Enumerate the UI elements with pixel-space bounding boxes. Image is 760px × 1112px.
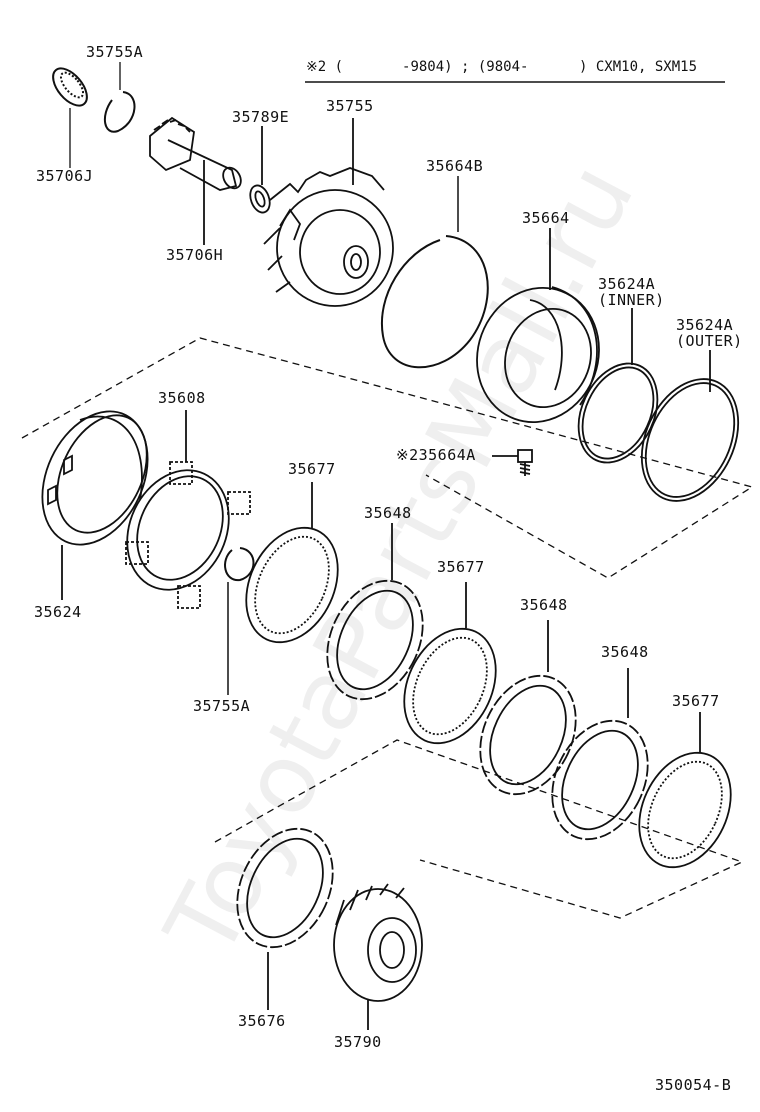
part-label-35677-a[interactable]: 35677 (288, 460, 336, 478)
small-snap-ring-icon (224, 547, 255, 582)
part-label-35755A-top[interactable]: 35755A (86, 43, 144, 61)
part-label-35677-b[interactable]: 35677 (437, 558, 485, 576)
flange-plate-icon (236, 827, 334, 1010)
applicability-note: ※2 ( -9804) ; (9804- ) CXM10, SXM15 (306, 59, 698, 75)
snap-ring-icon (103, 91, 136, 133)
part-label-35664[interactable]: 35664 (522, 209, 570, 227)
part-label-35624A-inner[interactable]: 35624A (598, 275, 656, 293)
washer-icon (249, 126, 271, 214)
part-label-35789E[interactable]: 35789E (232, 108, 290, 126)
friction-disc-icon (479, 620, 577, 796)
reaction-sleeve-icon (41, 410, 149, 600)
part-label-35677-c[interactable]: 35677 (672, 692, 720, 710)
clutch-plate-icon (638, 712, 732, 869)
part-label-35624A-inner-sub: (INNER) (598, 291, 665, 309)
thrust-bearing-icon (52, 67, 88, 107)
friction-disc-icon (551, 668, 649, 841)
part-label-35624A-outer-sub: (OUTER) (676, 332, 743, 350)
part-label-35755[interactable]: 35755 (326, 97, 374, 115)
clutch-hub-icon (333, 883, 423, 1030)
part-label-35648-c[interactable]: 35648 (601, 643, 649, 661)
part-label-35608[interactable]: 35608 (158, 389, 206, 407)
part-label-35664B[interactable]: 35664B (426, 157, 484, 175)
part-label-35664A[interactable]: ※235664A (396, 446, 476, 464)
clutch-piston-icon (476, 228, 600, 424)
clutch-plate-icon (403, 582, 497, 745)
part-label-35648-b[interactable]: 35648 (520, 596, 568, 614)
spring-retainer-icon (125, 410, 251, 609)
bolt-icon (492, 449, 533, 476)
part-label-35676[interactable]: 35676 (238, 1012, 286, 1030)
friction-disc-icon (326, 523, 424, 701)
clutch-drum-icon (263, 118, 394, 307)
large-snap-ring-icon (380, 235, 489, 369)
diagram-code: 350054-B (655, 1076, 732, 1094)
part-label-35706H[interactable]: 35706H (166, 246, 224, 264)
input-shaft-icon (149, 116, 242, 245)
part-label-35648-a[interactable]: 35648 (364, 504, 412, 522)
part-label-35755A-bottom[interactable]: 35755A (193, 697, 251, 715)
part-label-35706J[interactable]: 35706J (36, 167, 94, 185)
clutch-plate-icon (245, 482, 339, 644)
outer-o-ring-icon (640, 350, 740, 502)
group-boundary-1 (21, 337, 754, 579)
part-label-35790[interactable]: 35790 (334, 1033, 382, 1051)
part-label-35624[interactable]: 35624 (34, 603, 82, 621)
part-label-35624A-outer[interactable]: 35624A (676, 316, 734, 334)
